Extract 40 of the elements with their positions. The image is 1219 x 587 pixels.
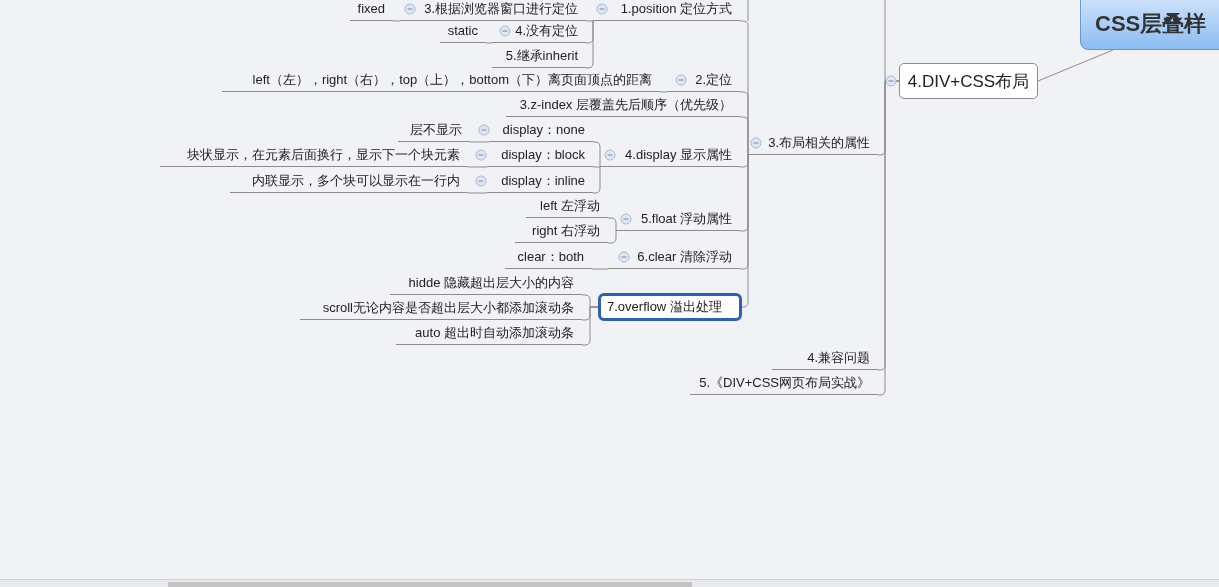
topic-label: 层不显示 <box>398 120 470 142</box>
topic-label: display：inline <box>487 171 593 193</box>
connector <box>1037 49 1114 82</box>
connector <box>592 166 601 194</box>
connector <box>591 268 609 270</box>
topic-label: right 右浮动 <box>515 221 608 243</box>
topic-label: 块状显示，在元素后面换行，显示下一个块元素 <box>160 145 468 167</box>
topic-label: auto 超出时自动添加滚动条 <box>396 323 582 345</box>
connector <box>659 91 668 93</box>
topic-label: left（左），right（右），top（上），bottom（下）离页面顶点的距离 <box>222 70 660 92</box>
selected-topic-box: 7.overflow 溢出处理 <box>598 293 742 321</box>
connector <box>739 116 749 156</box>
topic-label: display：none <box>489 120 593 142</box>
connector <box>467 192 488 194</box>
topic-label: clear：both <box>505 247 592 269</box>
topic-label: 5.《DIV+CSS网页布局实战》 <box>690 373 878 395</box>
topic-label: 5.继承inherit <box>492 46 586 68</box>
connector <box>467 166 488 168</box>
topic-label: 3.z-index 层覆盖先后顺序（优先级） <box>506 95 740 117</box>
topic-label: 内联显示，多个块可以显示在一行内 <box>230 171 468 193</box>
connector <box>585 20 594 69</box>
connector <box>485 42 493 44</box>
connector <box>607 217 617 232</box>
connector <box>581 306 599 346</box>
topic-label: left 左浮动 <box>526 196 608 218</box>
topic-label: display：block <box>487 145 593 167</box>
topic-label: scroll无论内容是否超出层大小都添加滚动条 <box>300 298 582 320</box>
connector <box>392 20 401 22</box>
topic-label: static <box>440 21 486 43</box>
topic-box: 4.DIV+CSS布局 <box>899 63 1038 99</box>
connector <box>592 141 601 168</box>
central-topic-box: CSS层叠样 <box>1080 0 1219 50</box>
connector <box>592 166 601 168</box>
topic-label: fixed <box>350 0 393 21</box>
topic-label: 4.兼容问题 <box>772 348 878 370</box>
connector <box>585 20 594 22</box>
connector <box>469 141 490 143</box>
connector <box>607 230 617 244</box>
topic-label: hidde 隐藏超出层大小的内容 <box>390 273 582 295</box>
connector <box>741 154 749 308</box>
